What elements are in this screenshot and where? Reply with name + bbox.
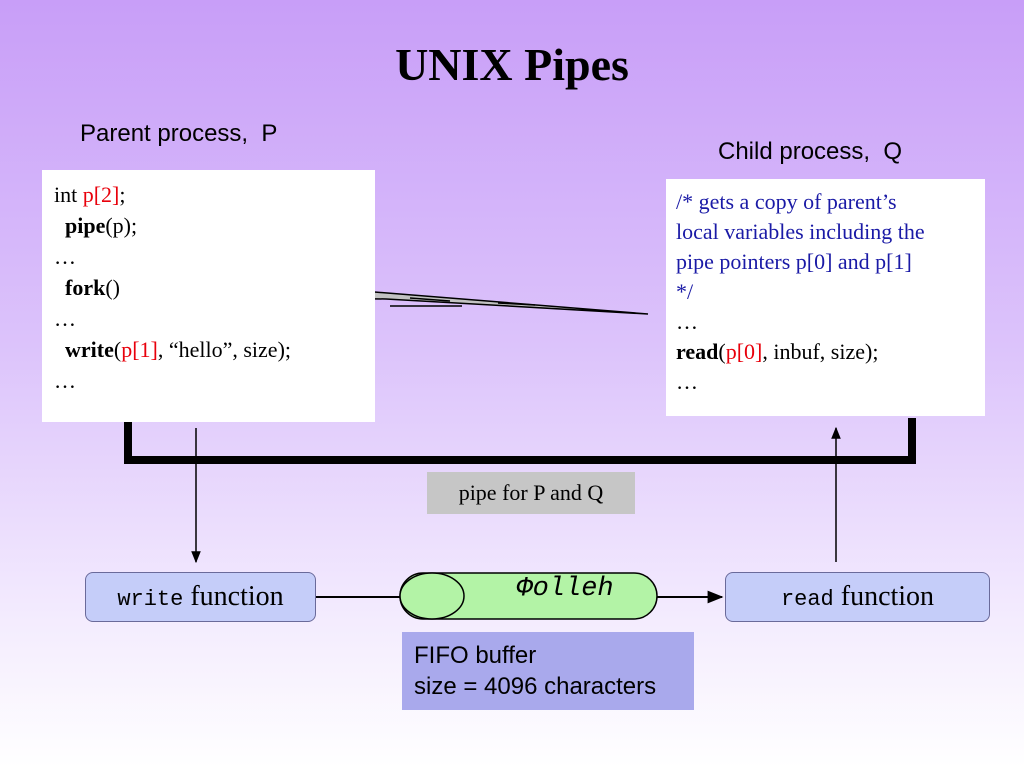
code-line-ellipsis: … (676, 369, 698, 394)
fifo-title: FIFO buffer (414, 642, 537, 669)
code-comment-line: /* gets a copy of parent’s (676, 189, 897, 214)
code-line-declare: int p[2]; (54, 182, 126, 207)
code-line-pipe: pipe(p); (65, 213, 138, 238)
child-process-caption: Child process, Q (718, 138, 903, 165)
code-comment-line: pipe pointers p[0] and p[1] (676, 249, 912, 274)
buffer-contents: Φolleh (516, 574, 614, 604)
child-code-box: /* gets a copy of parent’s local variabl… (666, 179, 985, 416)
code-line-write: write(p[1], “hello”, size); (65, 337, 292, 362)
parent-code-box: int p[2]; pipe(p); … fork() … write(p[1]… (42, 170, 375, 422)
fifo-buffer-label: FIFO buffer size = 4096 characters (402, 632, 694, 710)
parent-process-caption: Parent process, P (80, 120, 278, 147)
code-line-ellipsis: … (676, 309, 698, 334)
write-function-box: write function (85, 572, 316, 622)
read-function-box: read function (725, 572, 990, 622)
write-function-label: function (183, 581, 284, 612)
slide-title: UNIX Pipes (395, 39, 629, 90)
code-comment-line: */ (676, 279, 694, 304)
code-line-fork: fork() (65, 275, 120, 300)
pipe-bracket (124, 418, 916, 464)
write-function-name: write (117, 587, 184, 612)
read-function-label: function (833, 581, 935, 612)
code-line-ellipsis: … (54, 306, 76, 331)
pipe-label: pipe for P and Q (427, 472, 635, 514)
code-line-read: read(p[0], inbuf, size); (676, 339, 879, 364)
read-function-name: read (780, 587, 834, 612)
code-line-ellipsis: … (54, 368, 76, 393)
code-comment-line: local variables including the (676, 219, 925, 244)
fifo-size: size = 4096 characters (414, 673, 657, 700)
code-line-ellipsis: … (54, 244, 76, 269)
